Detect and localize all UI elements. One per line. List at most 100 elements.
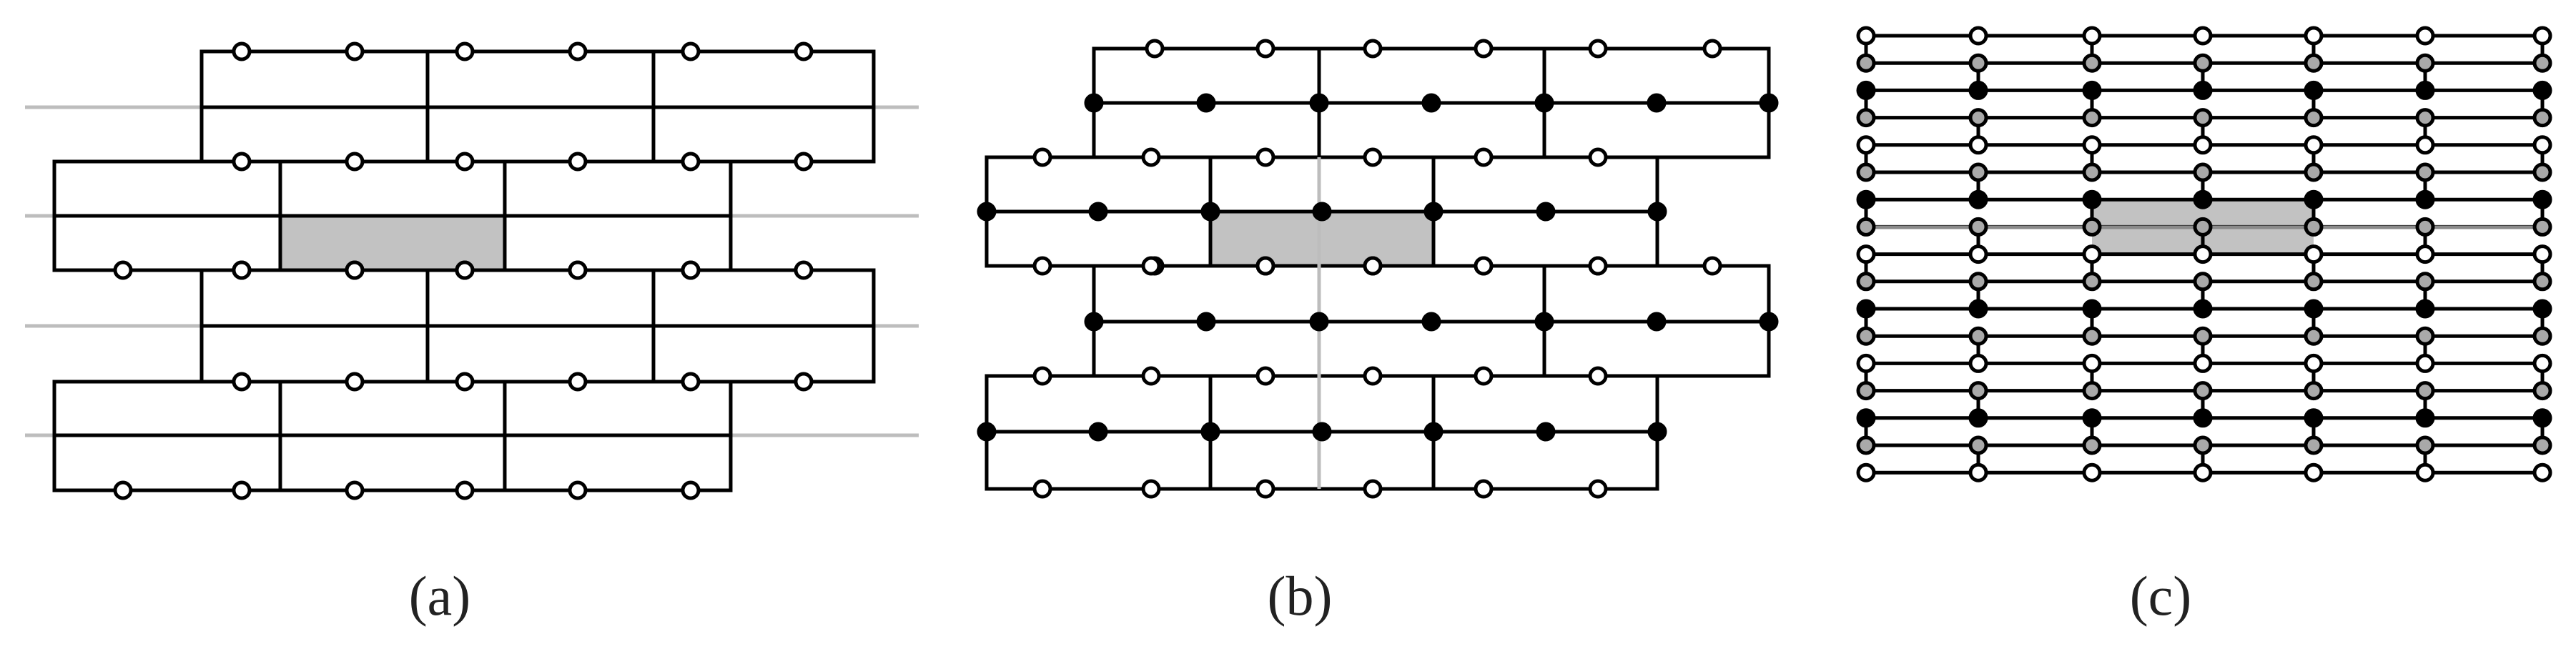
node-group: [1856, 26, 2552, 482]
node-open: [2193, 462, 2213, 482]
node-gray: [2304, 162, 2324, 182]
node-filled: [2415, 299, 2435, 319]
node-gray: [1968, 326, 1988, 346]
node-filled: [1968, 80, 1988, 100]
node-open: [455, 480, 475, 500]
node-open: [1255, 147, 1275, 167]
node-open: [1141, 147, 1161, 167]
node-filled: [2193, 408, 2213, 428]
node-gray: [2532, 272, 2552, 292]
node-group: [977, 39, 1779, 499]
node-open: [1968, 244, 1988, 264]
node-filled: [1421, 93, 1441, 113]
node-filled: [1196, 312, 1216, 332]
node-filled: [1423, 202, 1444, 222]
node-filled: [1856, 80, 1876, 100]
node-open: [232, 260, 252, 280]
node-open: [1968, 135, 1988, 155]
node-gray: [2082, 53, 2102, 73]
node-open: [1363, 147, 1383, 167]
node-filled: [977, 202, 997, 222]
node-open: [2304, 135, 2324, 155]
node-open: [2532, 462, 2552, 482]
node-filled: [1088, 422, 1108, 442]
node-gray: [2193, 162, 2213, 182]
node-open: [1474, 147, 1494, 167]
node-gray: [1856, 108, 1876, 128]
node-open: [1474, 256, 1494, 276]
node-open: [232, 480, 252, 500]
node-open: [1141, 479, 1161, 499]
node-filled: [1647, 422, 1667, 442]
node-open: [1588, 147, 1608, 167]
node-open: [1702, 39, 1722, 59]
node-filled: [2193, 299, 2213, 319]
node-gray: [2415, 326, 2435, 346]
node-open: [113, 260, 133, 280]
node-filled: [2532, 189, 2552, 209]
node-filled: [1309, 312, 1329, 332]
panel-b: (b): [977, 39, 1779, 627]
node-filled: [1312, 422, 1332, 442]
node-gray: [2082, 326, 2102, 346]
node-filled: [2415, 189, 2435, 209]
node-gray: [2532, 53, 2552, 73]
node-open: [232, 372, 252, 392]
node-open: [794, 41, 814, 61]
node-open: [1588, 39, 1608, 59]
node-open: [455, 372, 475, 392]
node-gray: [2304, 326, 2324, 346]
node-open: [345, 152, 365, 172]
node-open: [1856, 244, 1876, 264]
node-gray: [1856, 435, 1876, 455]
node-open: [2193, 244, 2213, 264]
node-filled: [1084, 93, 1104, 113]
node-gray: [2193, 326, 2213, 346]
node-gray: [2415, 162, 2435, 182]
node-gray: [1856, 53, 1876, 73]
node-open: [2193, 26, 2213, 46]
node-open: [232, 152, 252, 172]
node-gray: [2193, 381, 2213, 401]
node-gray: [2082, 108, 2102, 128]
node-gray: [2415, 435, 2435, 455]
node-gray: [2193, 53, 2213, 73]
node-open: [455, 41, 475, 61]
node-gray: [2415, 272, 2435, 292]
node-filled: [2304, 189, 2324, 209]
node-filled: [2082, 299, 2102, 319]
node-filled: [1200, 202, 1220, 222]
node-open: [681, 152, 701, 172]
node-open: [1474, 366, 1494, 386]
node-gray: [2304, 381, 2324, 401]
node-open: [1968, 353, 1988, 373]
node-open: [2082, 353, 2102, 373]
node-open: [2415, 353, 2435, 373]
node-open: [1255, 256, 1275, 276]
node-open: [1968, 462, 1988, 482]
node-filled: [2304, 408, 2324, 428]
node-gray: [1856, 381, 1876, 401]
node-filled: [1196, 93, 1216, 113]
node-open: [1145, 39, 1165, 59]
node-open: [794, 152, 814, 172]
node-open: [1255, 366, 1275, 386]
node-open: [2415, 26, 2435, 46]
node-gray: [2415, 217, 2435, 237]
node-open: [1363, 366, 1383, 386]
node-gray: [2082, 435, 2102, 455]
node-gray: [2304, 217, 2324, 237]
node-open: [2304, 26, 2324, 46]
node-open: [568, 372, 588, 392]
node-open: [1702, 256, 1722, 276]
node-open: [1032, 147, 1052, 167]
node-open: [2415, 244, 2435, 264]
node-gray: [1968, 435, 1988, 455]
panel-a: (a): [25, 41, 919, 627]
node-filled: [1200, 422, 1220, 442]
node-gray: [2532, 108, 2552, 128]
node-gray: [2193, 108, 2213, 128]
node-open: [1588, 256, 1608, 276]
node-gray: [2304, 435, 2324, 455]
node-gray: [1856, 326, 1876, 346]
